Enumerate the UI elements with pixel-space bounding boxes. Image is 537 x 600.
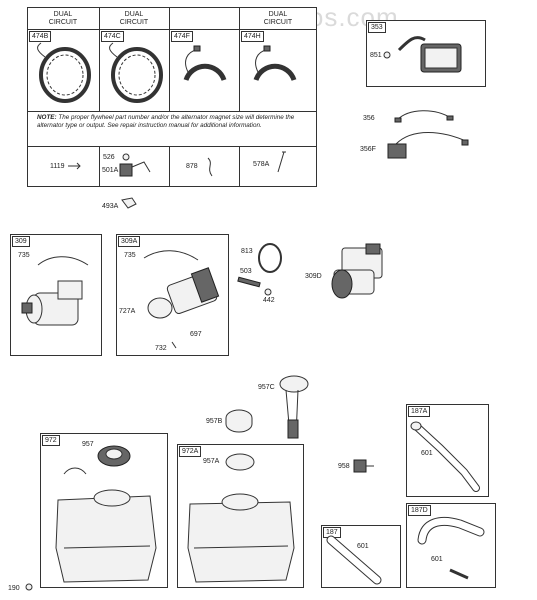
hose-187A-drawing[interactable] (410, 418, 485, 494)
part-957B-label[interactable]: 957B (206, 418, 223, 425)
cap-957B-drawing[interactable] (224, 408, 254, 433)
part-526-label[interactable]: 526 (103, 154, 115, 161)
part-503-drawing (237, 276, 261, 288)
table-divider (99, 7, 100, 111)
table-divider (239, 7, 240, 111)
part-353-drawing[interactable] (395, 28, 475, 83)
table-divider (99, 146, 100, 187)
part-878-label[interactable]: 878 (186, 163, 198, 170)
table-divider (27, 111, 317, 112)
part-957A-label[interactable]: 957A (203, 458, 220, 465)
part-309D-label[interactable]: 309D (305, 273, 322, 280)
alternator-474B-drawing[interactable] (35, 42, 95, 105)
part-526-501A-drawing (119, 153, 151, 177)
table-divider (27, 29, 317, 30)
flywheel-note: NOTE: The proper flywheel part number an… (37, 114, 313, 130)
table-divider (169, 146, 170, 187)
part-353-tag[interactable]: 353 (368, 22, 386, 33)
part-187D-tag[interactable]: 187D (408, 505, 431, 516)
part-474H-tag[interactable]: 474H (241, 31, 264, 42)
part-727A-label[interactable]: 727A (119, 308, 136, 315)
part-601-label-2[interactable]: 601 (357, 543, 369, 550)
part-474C-tag[interactable]: 474C (101, 31, 124, 42)
part-735-label[interactable]: 735 (18, 252, 30, 259)
valve-958-drawing[interactable] (350, 456, 376, 478)
part-578A-label[interactable]: 578A (253, 161, 270, 168)
starter-309A-drawing[interactable] (140, 248, 225, 343)
alternator-474F-drawing[interactable] (180, 45, 230, 100)
part-309-tag[interactable]: 309 (12, 236, 30, 247)
part-1119-label[interactable]: 1119 (50, 163, 65, 170)
part-493A-drawing (121, 197, 137, 209)
fuel-tank-972A-drawing[interactable] (182, 450, 300, 586)
part-972-tag[interactable]: 972 (42, 435, 60, 446)
table-divider (27, 146, 317, 147)
part-851-label[interactable]: 851 (370, 52, 382, 59)
part-187A-tag[interactable]: 187A (408, 406, 431, 417)
part-851-drawing (383, 51, 391, 59)
part-356-drawing[interactable] (394, 106, 455, 128)
part-474B-tag[interactable]: 474B (29, 31, 52, 42)
note-text: The proper flywheel part number and/or t… (37, 114, 295, 129)
dipstick-957C-drawing[interactable] (270, 375, 310, 442)
fuel-tank-972-drawing[interactable] (50, 440, 164, 586)
part-878-drawing (207, 157, 213, 177)
alternator-474H-drawing[interactable] (250, 45, 300, 100)
starter-309D-drawing[interactable] (322, 240, 392, 310)
starter-309-drawing[interactable] (20, 245, 98, 345)
part-493A-label[interactable]: 493A (102, 203, 119, 210)
note-prefix: NOTE: (37, 114, 57, 121)
part-309A-tag[interactable]: 309A (118, 236, 141, 247)
part-356-label[interactable]: 356 (363, 115, 375, 122)
part-190-label[interactable]: 190 (8, 585, 20, 592)
part-578A-drawing (277, 151, 286, 173)
part-957C-label[interactable]: 957C (258, 384, 275, 391)
part-442-drawing (264, 288, 272, 296)
part-190-drawing (25, 583, 33, 591)
part-356F-label[interactable]: 356F (360, 146, 376, 153)
table-divider (169, 7, 170, 111)
part-732-label[interactable]: 732 (155, 345, 167, 352)
part-697-label[interactable]: 697 (190, 331, 202, 338)
part-187D-box (406, 503, 496, 588)
hose-187-drawing[interactable] (325, 534, 397, 586)
part-501A-label[interactable]: 501A (102, 167, 119, 174)
part-187-box (321, 525, 401, 588)
part-356F-drawing[interactable] (382, 130, 472, 165)
alternator-474C-drawing[interactable] (107, 42, 167, 105)
part-1119-drawing (68, 162, 81, 170)
part-503-label[interactable]: 503 (240, 268, 252, 275)
part-601-label-3[interactable]: 601 (431, 556, 443, 563)
part-732-drawing (171, 341, 177, 349)
part-972A-tag[interactable]: 972A (179, 446, 202, 457)
part-442-label[interactable]: 442 (263, 297, 275, 304)
part-958-label[interactable]: 958 (338, 463, 350, 470)
part-813-label[interactable]: 813 (241, 248, 253, 255)
part-601-label[interactable]: 601 (421, 450, 433, 457)
part-813-clamp[interactable] (255, 240, 285, 276)
hose-187D-drawing[interactable] (410, 510, 494, 586)
table-divider (239, 146, 240, 187)
part-735-label-2[interactable]: 735 (124, 252, 136, 259)
part-474F-tag[interactable]: 474F (171, 31, 193, 42)
part-957-label[interactable]: 957 (82, 441, 94, 448)
